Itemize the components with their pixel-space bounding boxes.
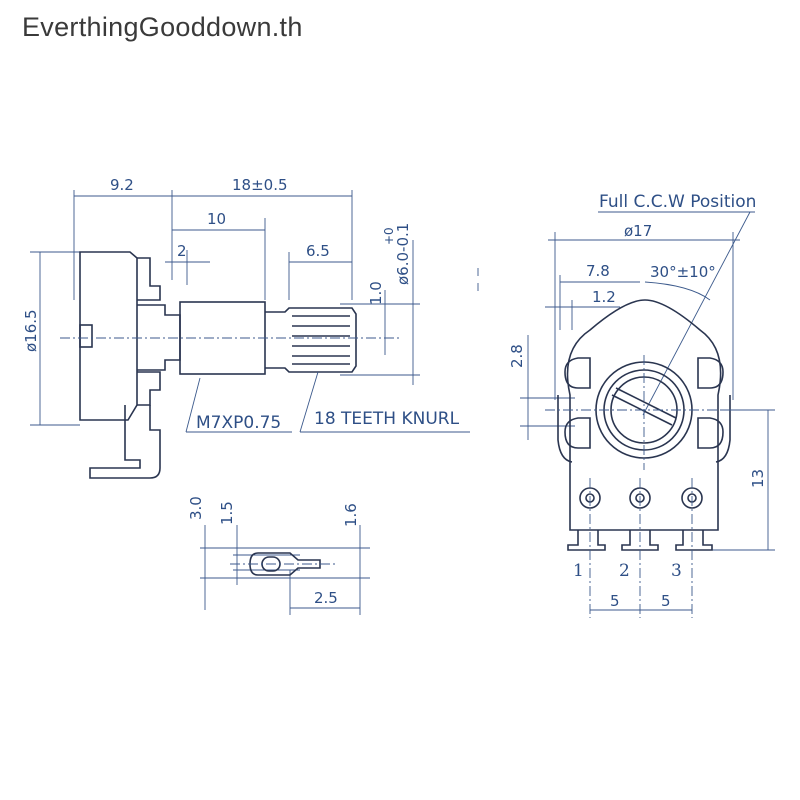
terminal-detail: 3.0 1.5 1.6 2.5 <box>187 496 370 615</box>
side-view: 9.2 18±0.5 10 2 6.5 ø6.0-0.1 +0 1.0 ø16.… <box>22 176 470 479</box>
dim-pin-pitch-2: 5 <box>661 592 671 610</box>
dim-shaft-length: 18±0.5 <box>232 176 288 194</box>
position-label: Full C.C.W Position <box>599 192 756 212</box>
dim-shaft-base: 9.2 <box>110 176 134 194</box>
watermark: EverthingGooddown.th <box>22 12 303 42</box>
dim-knurl-length: 6.5 <box>306 242 330 260</box>
front-view: Full C.C.W Position ø17 7.8 30°±10° 1.2 … <box>508 192 775 618</box>
pin-label-1: 1 <box>573 561 584 581</box>
dim-terminal-width: 3.0 <box>187 496 205 520</box>
dim-body-diameter: ø16.5 <box>22 309 40 352</box>
dim-pin-height: 13 <box>749 469 767 488</box>
knurl-callout: 18 TEETH KNURL <box>314 409 460 429</box>
dim-diameter-tolerance: +0 <box>382 227 396 245</box>
dim-tab-height: 2.8 <box>508 344 526 368</box>
dim-terminal-hole: 1.5 <box>218 501 236 525</box>
dim-step: 2 <box>177 242 187 260</box>
dim-terminal-length: 2.5 <box>314 589 338 607</box>
dim-tab-offset: 7.8 <box>586 262 610 280</box>
dim-slot: 1.0 <box>367 281 385 305</box>
pin-label-2: 2 <box>619 561 630 581</box>
dim-body-diameter-front: ø17 <box>624 222 652 240</box>
dim-shaft-diameter: ø6.0-0.1 <box>394 223 412 285</box>
pin-label-3: 3 <box>671 561 682 581</box>
dim-terminal-height: 1.6 <box>342 503 360 527</box>
dim-thread-length: 10 <box>207 210 226 228</box>
dim-rotation-angle: 30°±10° <box>650 263 716 281</box>
dim-pin-pitch-1: 5 <box>610 592 620 610</box>
thread-callout: M7XP0.75 <box>196 413 281 433</box>
dim-tab-width: 1.2 <box>592 288 616 306</box>
